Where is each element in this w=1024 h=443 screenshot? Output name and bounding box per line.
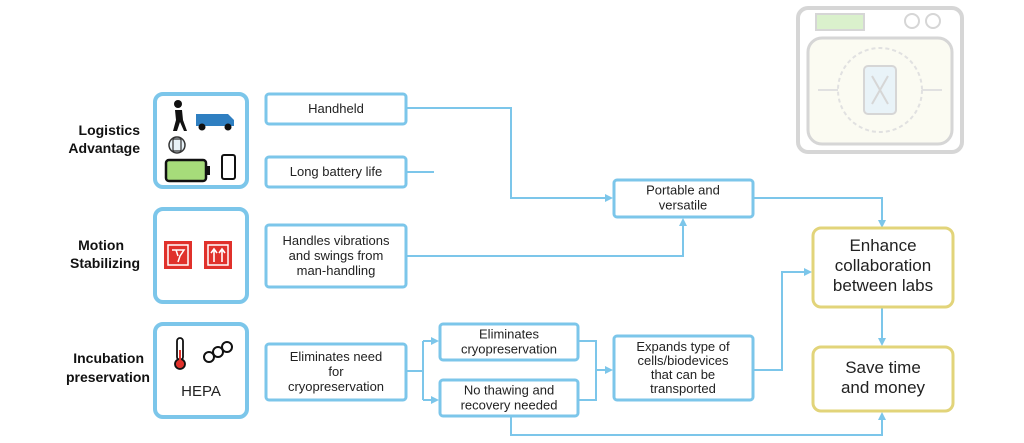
walking-person-icon bbox=[173, 100, 187, 131]
box-battery-text: Long battery life bbox=[290, 164, 383, 179]
box-battery: Long battery life bbox=[264, 155, 408, 189]
connectors bbox=[406, 107, 886, 436]
battery-icon bbox=[164, 158, 210, 183]
logistics-icon-box bbox=[153, 92, 249, 189]
box-handheld-text: Handheld bbox=[308, 101, 364, 116]
box-handheld: Handheld bbox=[264, 92, 408, 126]
truck-icon bbox=[196, 114, 234, 131]
incubator-device-illustration bbox=[796, 6, 964, 154]
this-side-up-icon bbox=[204, 241, 232, 269]
incubation-icon-box: HEPA bbox=[153, 322, 249, 419]
motion-icon-box bbox=[153, 207, 249, 304]
thermometer-icon bbox=[174, 337, 186, 370]
phone-icon bbox=[221, 154, 236, 180]
chip-icon bbox=[168, 136, 186, 154]
hepa-label: HEPA bbox=[181, 383, 221, 400]
fragile-icon bbox=[164, 241, 192, 269]
filter-icon bbox=[203, 341, 233, 363]
